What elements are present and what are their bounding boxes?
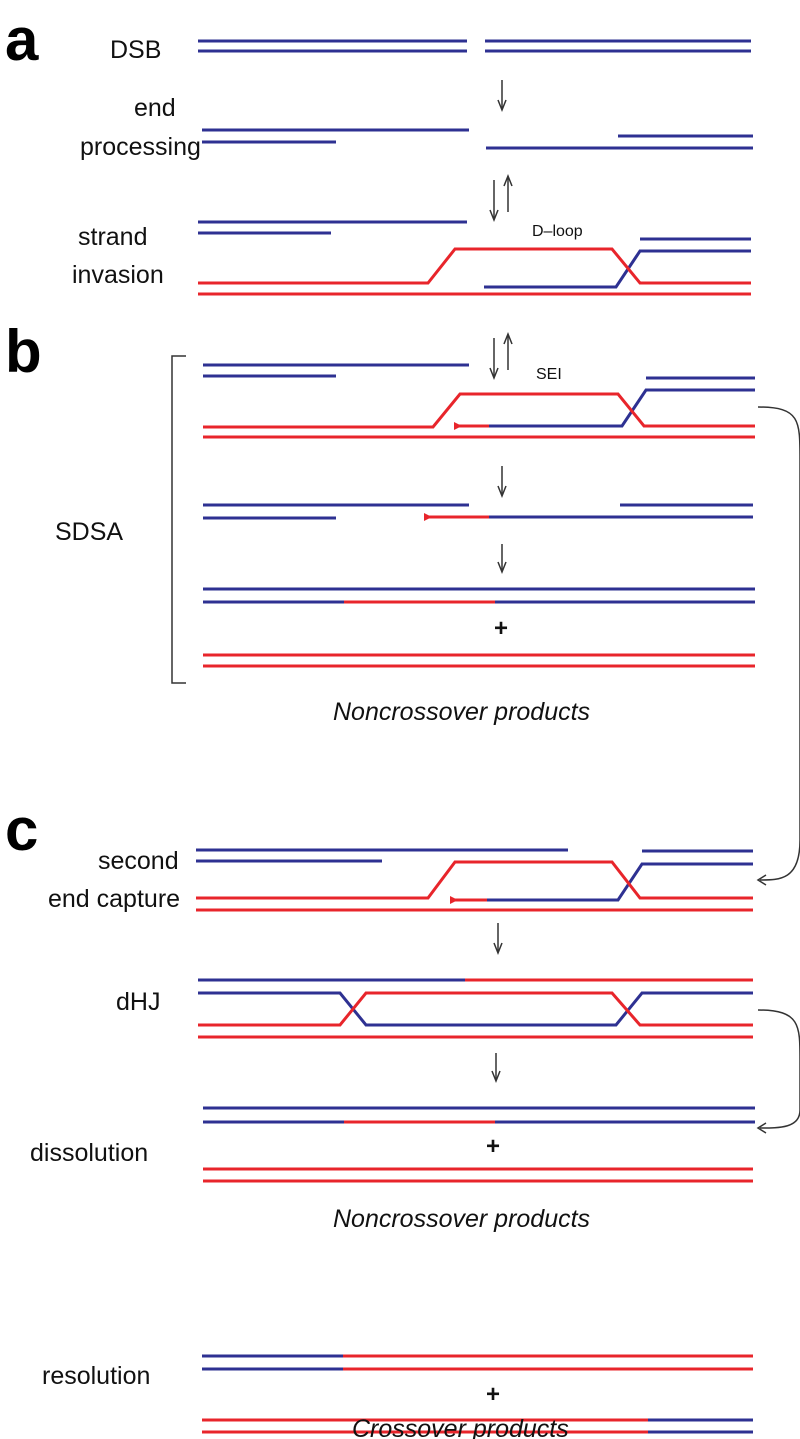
label-end: end (134, 94, 176, 122)
dissolution-product-blue (203, 1106, 755, 1124)
end-processing-duplex (202, 128, 753, 150)
label-noncrossover-products-c: Noncrossover products (333, 1205, 590, 1233)
plus-dissolution: + (486, 1133, 500, 1160)
branch-to-resolution (757, 1009, 800, 1129)
dissolution-product-red (203, 1167, 753, 1183)
label-sei: SEI (536, 366, 562, 383)
arrow-bidirectional-1 (489, 173, 513, 223)
arrow-bidirectional-2 (489, 331, 513, 381)
arrow-down-1 (497, 80, 507, 113)
label-dsb: DSB (110, 36, 161, 64)
dsb-duplex (198, 39, 751, 53)
label-strand: strand (78, 223, 147, 251)
arrow-down-4 (493, 923, 503, 956)
arrow-down-2 (497, 466, 507, 499)
label-end-capture: end capture (48, 885, 180, 913)
panel-letter-b: b (5, 318, 42, 385)
resolution-product-1 (202, 1354, 753, 1371)
sei-branch-line (757, 406, 800, 461)
branch-arrowhead-1 (756, 874, 767, 886)
label-dhj: dHJ (116, 988, 160, 1016)
sei-structure (203, 363, 755, 439)
resolution-product-2 (202, 1418, 753, 1434)
strand-invasion-structure (198, 220, 751, 296)
label-resolution: resolution (42, 1362, 150, 1390)
sdsa-displaced (203, 503, 753, 521)
sdsa-bracket (171, 355, 186, 684)
label-noncrossover-products-b: Noncrossover products (333, 698, 590, 726)
branch-to-second-end-capture (759, 460, 800, 881)
plus-sdsa: + (494, 615, 508, 642)
arrow-down-3 (497, 544, 507, 575)
label-crossover-products: Crossover products (352, 1415, 569, 1439)
label-d-loop: D–loop (532, 223, 583, 240)
label-invasion: invasion (72, 261, 164, 289)
label-processing: processing (80, 133, 201, 161)
label-second: second (98, 847, 179, 875)
label-dissolution: dissolution (30, 1139, 148, 1167)
branch-arrowhead-2 (756, 1122, 767, 1134)
sdsa-product-red (203, 653, 755, 668)
dhj-structure (198, 978, 753, 1039)
second-end-capture-structure (196, 848, 753, 912)
arrow-down-5 (491, 1053, 501, 1084)
sdsa-product-blue (203, 587, 755, 604)
panel-letter-c: c (5, 796, 38, 863)
label-sdsa: SDSA (55, 518, 123, 546)
plus-resolution: + (486, 1381, 500, 1408)
panel-letter-a: a (5, 6, 39, 73)
